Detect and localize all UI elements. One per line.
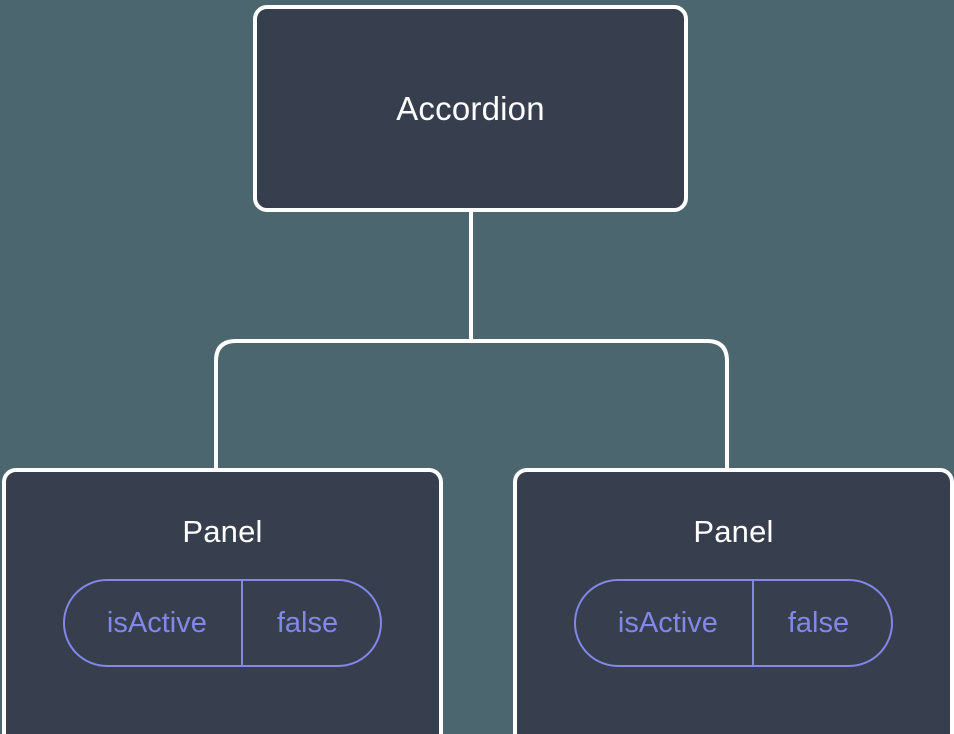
- prop-value-label: false: [751, 581, 891, 665]
- node-accordion[interactable]: Accordion: [253, 5, 688, 212]
- edge-to-panel-left: [214, 339, 471, 470]
- edge-to-panel-right: [471, 339, 729, 470]
- prop-badge-isactive-right[interactable]: isActive false: [573, 579, 894, 667]
- prop-key-label: isActive: [106, 606, 207, 639]
- node-panel-left-title: Panel: [182, 514, 263, 549]
- prop-key-label: isActive: [617, 606, 718, 639]
- node-panel-left[interactable]: Panel isActive false: [2, 468, 443, 734]
- node-accordion-title: Accordion: [396, 90, 545, 127]
- prop-badge-isactive-left[interactable]: isActive false: [62, 579, 383, 667]
- node-panel-right[interactable]: Panel isActive false: [513, 468, 954, 734]
- node-panel-right-title: Panel: [693, 514, 774, 549]
- prop-value-label: false: [240, 581, 380, 665]
